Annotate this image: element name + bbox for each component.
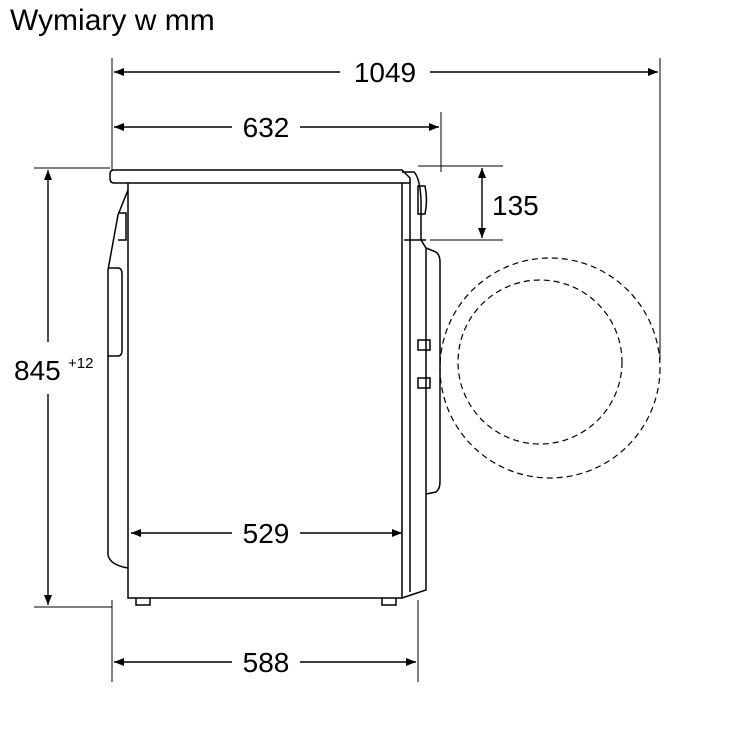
door-swing — [439, 257, 661, 479]
label-1049: 1049 — [354, 57, 416, 88]
back-bulge — [108, 267, 123, 357]
label-588: 588 — [243, 647, 290, 678]
door-swing-outer — [439, 257, 661, 479]
page-title: Wymiary w mm — [10, 4, 215, 37]
front-panel — [401, 171, 427, 599]
extension-lines — [34, 58, 661, 682]
door-swing-inner — [457, 279, 623, 445]
label-845-tolerance: +12 — [68, 355, 93, 372]
door-hinge — [417, 339, 431, 389]
label-632: 632 — [243, 112, 290, 143]
label-135: 135 — [492, 190, 539, 221]
door — [425, 247, 441, 495]
control-knob — [417, 185, 428, 215]
foot-rear — [135, 598, 151, 606]
top-cover — [109, 169, 411, 184]
dimension-lines — [44, 68, 658, 666]
label-529: 529 — [243, 518, 290, 549]
foot-front — [381, 598, 397, 606]
cabinet-body — [127, 183, 403, 599]
back-panel — [107, 189, 129, 569]
label-845: 845 — [14, 355, 61, 386]
back-lip — [118, 212, 127, 241]
